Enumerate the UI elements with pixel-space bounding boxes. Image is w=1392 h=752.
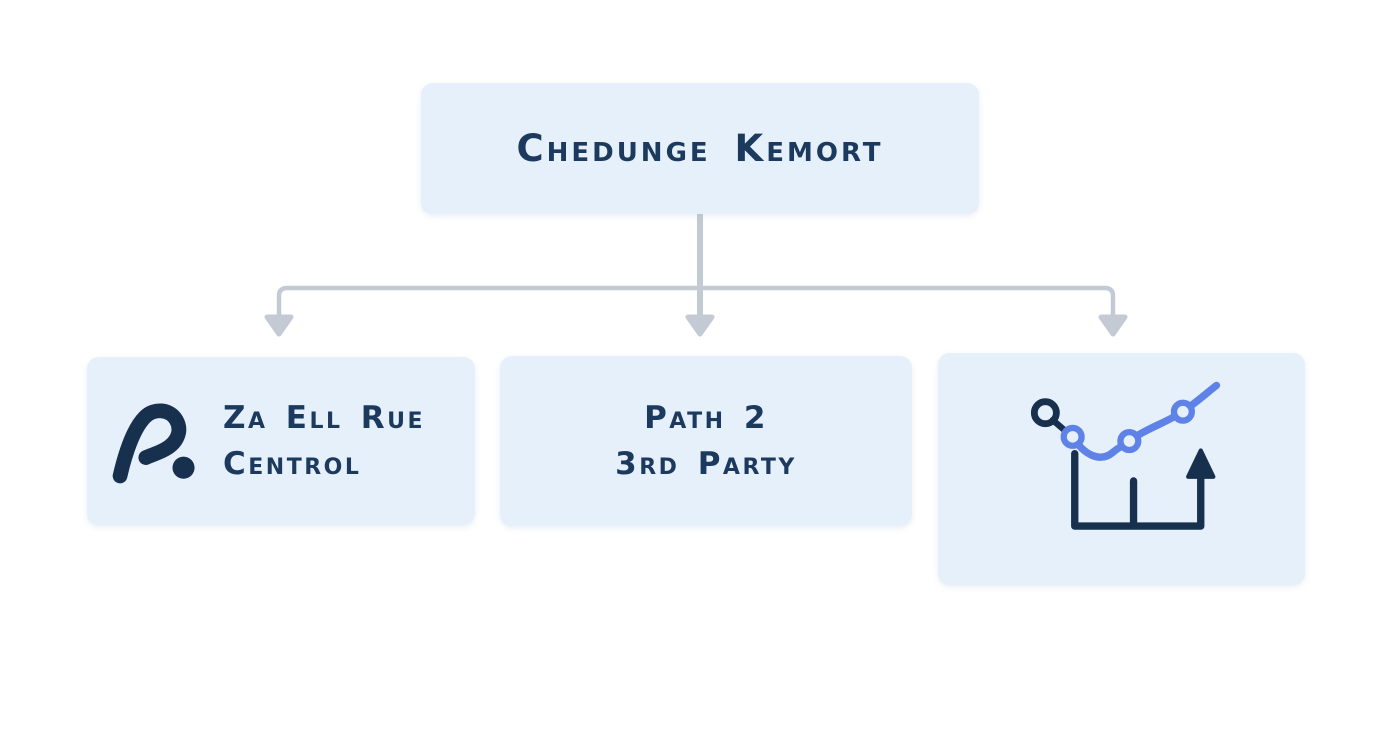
trend-chart-icon — [1030, 381, 1220, 530]
start-point-ring — [1030, 398, 1060, 428]
node-path-2-3rd-party: Path 2 3rd Party — [500, 356, 912, 526]
root-label: Chedunge Kemort — [516, 127, 884, 170]
node-trend-chart — [938, 353, 1305, 585]
node-za-ell-rue-centrol: Za Ell Rue Centrol — [87, 357, 475, 525]
trend-line — [1068, 381, 1220, 461]
node-label-line: Path 2 — [644, 399, 768, 436]
data-point-ring — [1060, 424, 1085, 449]
arrowhead-center-icon — [685, 314, 715, 337]
data-point-ring — [1170, 399, 1195, 424]
chart-axis — [1070, 449, 1204, 530]
node-root: Chedunge Kemort — [421, 83, 979, 214]
data-point-ring — [1116, 428, 1141, 454]
node-label: Path 2 3rd Party — [615, 395, 797, 488]
arrowhead-left-icon — [264, 314, 294, 337]
connector-bracket — [276, 285, 1116, 319]
node-label: Za Ell Rue Centrol — [223, 395, 425, 488]
brand-logo-icon — [112, 403, 195, 484]
arrowhead-right-icon — [1098, 314, 1128, 337]
node-label-line: Za Ell Rue — [223, 399, 426, 436]
up-arrow-icon — [1185, 448, 1215, 479]
node-label-line: Centrol — [223, 446, 362, 482]
node-label-line: 3rd Party — [615, 446, 797, 482]
